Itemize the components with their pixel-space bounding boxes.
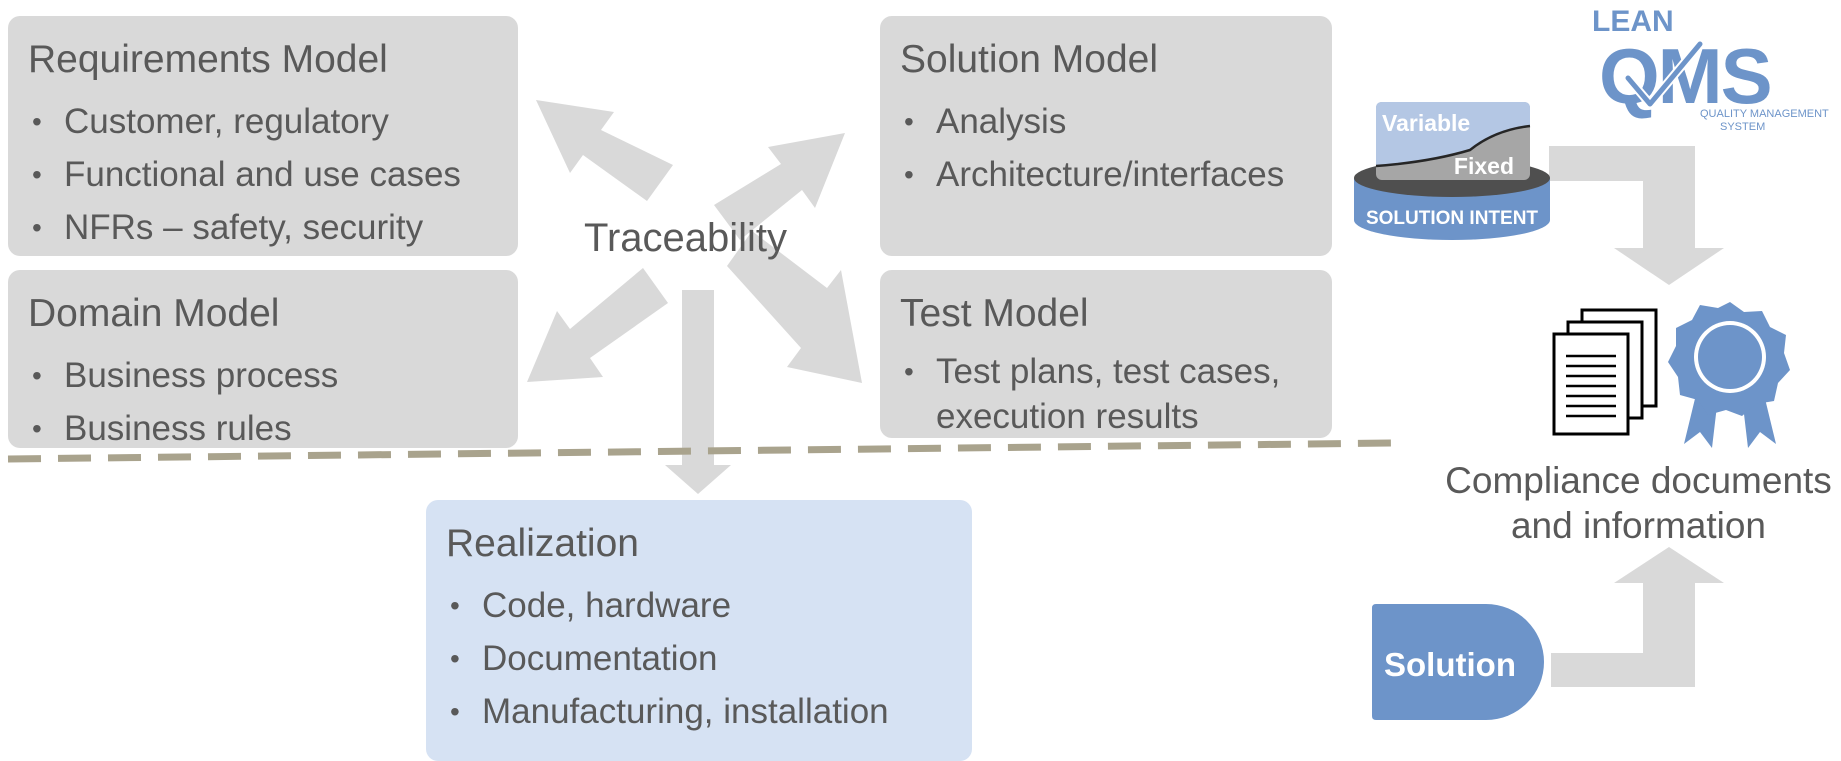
solution-shape: Solution [1372, 604, 1544, 720]
qms-subtitle-line-2: SYSTEM [1720, 121, 1765, 133]
list-item: Business process [28, 349, 518, 402]
domain-model-list: Business process Business rules [28, 349, 518, 455]
traceability-arrow-to-requirements [536, 100, 673, 201]
lean-logo-text: LEAN [1592, 5, 1674, 38]
solution-model-title: Solution Model [900, 38, 1158, 81]
list-item: Customer, regulatory [28, 95, 518, 148]
list-item: Code, hardware [446, 579, 972, 632]
list-item: NFRs – safety, security [28, 201, 518, 254]
realization-title: Realization [446, 522, 639, 565]
solution-label: Solution [1384, 646, 1516, 683]
realization-box: Realization Code, hardware Documentation… [426, 500, 972, 761]
solution-intent-to-compliance-arrow [1549, 146, 1724, 285]
traceability-arrow-to-test [727, 231, 862, 383]
compliance-caption: Compliance documents and information [1436, 458, 1841, 548]
list-item: Functional and use cases [28, 148, 518, 201]
variable-label: Variable [1382, 110, 1470, 136]
compliance-caption-line-1: Compliance documents [1445, 460, 1832, 501]
list-item: Architecture/interfaces [900, 148, 1332, 201]
compliance-caption-line-2: and information [1510, 505, 1767, 546]
realization-list: Code, hardware Documentation Manufacturi… [446, 579, 972, 738]
list-item: Documentation [446, 632, 972, 685]
traceability-label: Traceability [584, 216, 788, 260]
lean-qms-logo: LEAN QMS QUALITY MANAGEMENT SYSTEM [1592, 5, 1829, 133]
list-item: Manufacturing, installation [446, 685, 972, 738]
traceability-arrow-to-realization [665, 290, 731, 494]
documents-stack-icon [1552, 308, 1658, 436]
list-item: Analysis [900, 95, 1332, 148]
test-model-list: Test plans, test cases, execution result… [900, 349, 1332, 439]
list-item: Test plans, test cases, execution result… [900, 349, 1332, 439]
qms-subtitle-line-1: QUALITY MANAGEMENT [1700, 108, 1829, 120]
test-model-title: Test Model [900, 292, 1089, 335]
traceability-arrow-to-solution [714, 133, 845, 240]
requirements-model-list: Customer, regulatory Functional and use … [28, 95, 518, 254]
solution-intent-graphic: Variable Fixed SOLUTION INTENT [1354, 102, 1550, 240]
dashed-divider [7, 439, 1396, 463]
list-item: Business rules [28, 402, 518, 455]
solution-to-compliance-arrow [1551, 547, 1724, 687]
solution-intent-band-label: SOLUTION INTENT [1366, 208, 1538, 229]
requirements-model-box: Requirements Model Customer, regulatory … [8, 16, 518, 256]
domain-model-box: Domain Model Business process Business r… [8, 270, 518, 455]
traceability-arrow-to-domain [527, 268, 668, 382]
fixed-label: Fixed [1454, 153, 1514, 179]
solution-model-list: Analysis Architecture/interfaces [900, 95, 1332, 201]
award-ribbon-icon [1668, 302, 1790, 448]
requirements-model-title: Requirements Model [28, 38, 388, 81]
domain-model-title: Domain Model [28, 292, 280, 335]
solution-model-box: Solution Model Analysis Architecture/int… [880, 16, 1332, 256]
test-model-box: Test Model Test plans, test cases, execu… [880, 270, 1332, 438]
